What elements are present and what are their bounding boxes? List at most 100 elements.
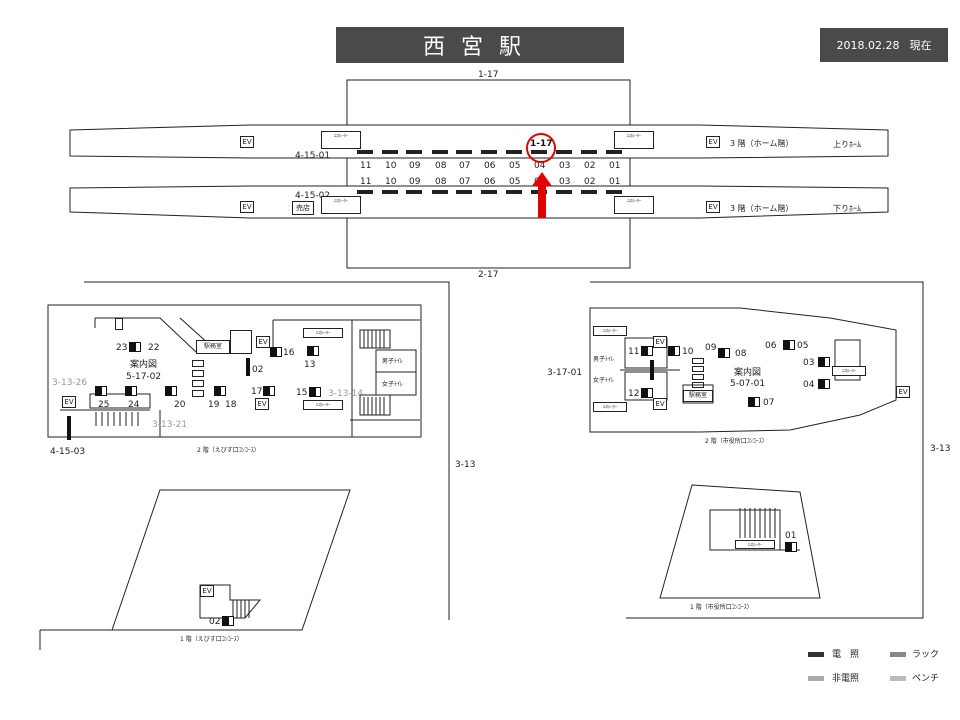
left-info-map: 案内図 [130, 360, 158, 370]
left-ev-icon: EV [256, 336, 270, 348]
legend-lit-swatch [808, 652, 824, 657]
track-number: 07 [459, 161, 471, 171]
legend-unlit-label: 非電照 [832, 674, 860, 684]
right-ground-escalator: ｴｽｶﾚｰﾀｰ [735, 540, 775, 549]
right-num-09: 09 [705, 343, 717, 353]
right-floor-label: 2 階（市役所口ｺﾝｺｰｽ） [705, 438, 768, 445]
up-floor-label: 3 階（ホーム階） [730, 139, 794, 148]
right-station-office: 駅務室 [683, 390, 713, 402]
up-track-code: 4-15-01 [295, 151, 331, 161]
track-dash [382, 190, 398, 194]
as-of-date-badge: 2018.02.28 現在 [820, 28, 948, 62]
right-num-07: 07 [763, 398, 775, 408]
left-side-code: 3-13 [455, 460, 476, 470]
left-num-02: 02 [252, 365, 264, 375]
left-concourse-outline [47, 304, 422, 438]
track-number: 10 [385, 161, 397, 171]
right-info-map: 案内図 [734, 368, 762, 378]
track-number: 02 [584, 177, 596, 187]
as-of-date: 2018.02.28 [836, 38, 900, 52]
track-number: 09 [409, 177, 421, 187]
left-area-frame [84, 281, 450, 620]
track-number: 03 [559, 177, 571, 187]
down-right-escalator: ｴｽｶﾚｰﾀｰ [614, 196, 654, 214]
track-dash [556, 150, 572, 154]
left-ground-stairs [232, 600, 250, 618]
track-number: 05 [509, 177, 521, 187]
track-dash [506, 150, 522, 154]
legend-unlit-swatch [808, 676, 824, 681]
track-dash [357, 150, 373, 154]
track-dash [581, 190, 597, 194]
up-left-escalator: ｴｽｶﾚｰﾀｰ [321, 131, 361, 149]
left-bench-stack [192, 360, 204, 400]
left-num-13: 13 [304, 360, 316, 370]
left-escalator-bottom: ｴｽｶﾚｰﾀｰ [303, 400, 343, 410]
track-dash [456, 150, 472, 154]
left-num-20: 20 [174, 400, 186, 410]
highlight-arrow-icon [532, 172, 552, 218]
track-dash [456, 190, 472, 194]
right-escalator-side: ｴｽｶﾚｰﾀｰ [832, 366, 866, 376]
track-dash [432, 150, 448, 154]
down-track-code: 4-15-02 [295, 191, 331, 201]
up-ev-icon: EV [240, 136, 254, 148]
track-dash [432, 190, 448, 194]
left-num-16: 16 [283, 348, 295, 358]
left-num-17: 17 [251, 387, 263, 397]
right-women-toilet: 女子ﾄｲﾚ [593, 377, 615, 384]
left-gray-code-c: 3-13-14 [328, 389, 364, 399]
right-num-11: 11 [628, 347, 640, 357]
track-number: 01 [609, 161, 621, 171]
left-floor-label: 2 階（えびす口ｺﾝｺｰｽ） [197, 447, 260, 454]
track-number: 04 [534, 161, 546, 171]
left-num-22: 22 [148, 343, 160, 353]
as-of-suffix: 現在 [909, 39, 932, 52]
right-ground-stairs [739, 508, 776, 538]
right-area-frame [590, 281, 924, 619]
shop-label: 売店 [292, 201, 314, 215]
left-office-block [230, 330, 252, 354]
left-num-19: 19 [208, 400, 220, 410]
down-ev-icon: EV [240, 201, 254, 213]
left-corner-code: 4-15-03 [50, 447, 86, 457]
left-ev-mid-icon: EV [255, 398, 269, 410]
legend-bench-label: ベンチ [912, 674, 940, 684]
left-num-23: 23 [116, 343, 128, 353]
bottom-line-code: 2-17 [478, 270, 499, 280]
track-number: 08 [435, 177, 447, 187]
track-dash [581, 150, 597, 154]
right-ev-bottom-icon: EV [653, 398, 667, 410]
right-escalator-bottom: ｴｽｶﾚｰﾀｰ [593, 402, 627, 412]
track-number: 01 [609, 177, 621, 187]
track-dash [406, 150, 422, 154]
track-dash [606, 150, 622, 154]
right-side-code: 3-13 [930, 444, 951, 454]
right-map-code: 5-07-01 [730, 379, 766, 389]
down-floor-label: 3 階（ホーム階） [730, 204, 794, 213]
track-number: 09 [409, 161, 421, 171]
track-number: 06 [484, 161, 496, 171]
down-direction-label: 下りﾎｰﾑ [833, 204, 861, 213]
left-pillar [115, 318, 123, 330]
left-gray-code-b: 3-13-21 [152, 420, 188, 430]
up-right-escalator: ｴｽｶﾚｰﾀｰ [614, 131, 654, 149]
left-gray-code-a: 3-13-26 [52, 378, 88, 388]
track-number: 05 [509, 161, 521, 171]
down-ev-right-icon: EV [706, 201, 720, 213]
right-num-06: 06 [765, 341, 777, 351]
platform-frame [346, 79, 631, 269]
left-num-15: 15 [296, 388, 308, 398]
up-platform-shape [69, 124, 889, 159]
left-ground-ev-icon: EV [200, 585, 214, 597]
track-number: 11 [360, 177, 372, 187]
track-number: 07 [459, 177, 471, 187]
track-dash [481, 190, 497, 194]
track-number: 10 [385, 177, 397, 187]
right-ev-top-icon: EV [653, 336, 667, 348]
top-line-code: 1-17 [478, 70, 499, 80]
left-num-24: 24 [128, 400, 140, 410]
right-left-code: 3-17-01 [547, 368, 583, 378]
legend-rack-swatch [890, 652, 906, 657]
